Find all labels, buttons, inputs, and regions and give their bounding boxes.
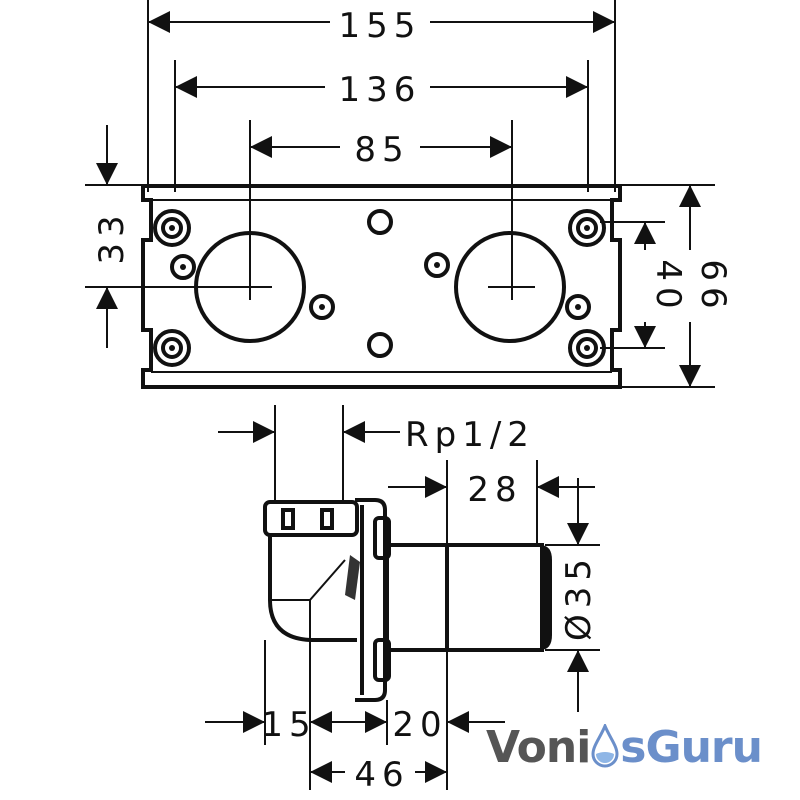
dim-66-label: 66 (693, 259, 733, 314)
voniosguru-logo: Voni sGuru (486, 722, 763, 773)
dim-15-label: 15 (261, 705, 316, 745)
dimension-15-20: 15 20 (205, 705, 505, 745)
hole (367, 209, 393, 235)
water-drop-icon (591, 724, 619, 768)
dim-thread-label: Rp1/2 (405, 415, 535, 455)
dimension-rp12: Rp1/2 (218, 415, 535, 455)
screw-bosses (153, 209, 606, 367)
dim-28-label: 28 (467, 470, 522, 510)
dim-20-label: 20 (392, 705, 447, 745)
dim-85-label: 85 (354, 130, 409, 170)
dim-40-label: 40 (648, 259, 688, 314)
union-nut (263, 500, 359, 537)
dimension-155: 155 (148, 6, 615, 46)
dimension-33: 33 (92, 125, 132, 348)
dim-diameter-label: Ø35 (559, 553, 599, 641)
mounting-flange (355, 498, 387, 702)
dim-33-label: 33 (92, 209, 132, 264)
dimension-40: 40 (634, 222, 688, 348)
logo-text-sguru: sGuru (620, 722, 763, 773)
dim-46-label: 46 (354, 755, 409, 795)
dim-136-label: 136 (339, 70, 422, 110)
dimension-136: 136 (175, 70, 588, 110)
dimension-28: 28 (388, 470, 595, 510)
mounting-plate (141, 184, 622, 389)
cylinder (385, 543, 544, 652)
hole (367, 332, 393, 358)
dimension-85: 85 (250, 130, 512, 170)
dimension-66: 66 (679, 185, 733, 387)
logo-text-voni: Voni (486, 722, 591, 773)
valve-opening-right (454, 231, 566, 343)
cylinder-cap (540, 545, 552, 650)
dimension-diameter-35: Ø35 (559, 478, 599, 712)
valve-body-side-view (263, 498, 552, 702)
dimension-46: 46 (310, 755, 447, 795)
valve-opening-left (194, 231, 306, 343)
dim-155-label: 155 (339, 6, 422, 46)
